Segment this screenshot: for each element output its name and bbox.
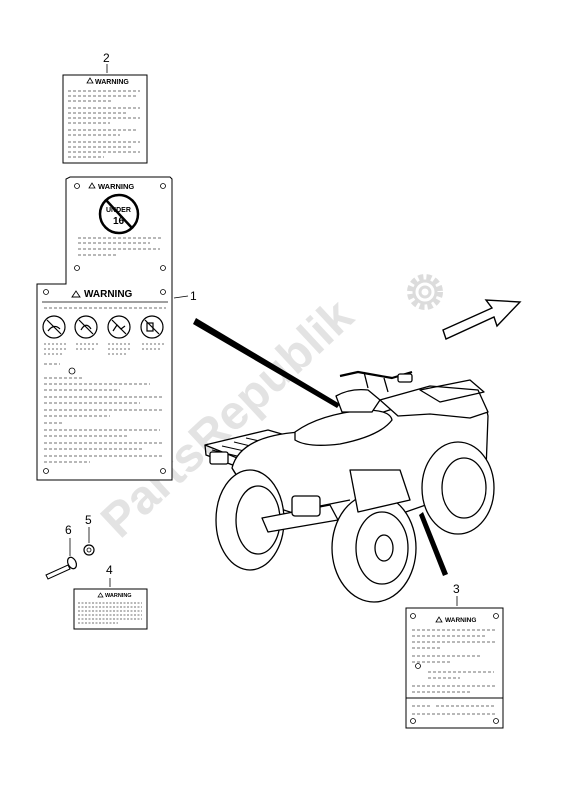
callout-2: 2 [103,51,110,65]
warning-text: WARNING [95,79,129,86]
callout-6: 6 [65,523,72,537]
no-paved-road-icon [107,315,131,339]
pictogram-row [42,315,164,339]
age-text-under: UNDER [106,207,131,214]
warning-text: WARNING [445,617,476,624]
atv-illustration [204,370,495,603]
warning-label-3: WARNING [405,607,504,729]
front-direction-arrow [442,299,522,340]
age-text-16: 16 [113,216,125,227]
washer-5 [83,544,95,556]
warning-label-2: WARNING [62,74,148,164]
age-restriction-icon: UNDER 16 [98,193,140,235]
leader-arrows [193,318,448,576]
no-passenger-icon [42,315,66,339]
callout-5: 5 [85,513,92,527]
callout-3: 3 [453,582,460,596]
warning-label-1: WARNING UNDER 16 WARNING [36,176,173,481]
warning-label-4: WARNING [73,588,148,630]
screw-6 [45,556,78,580]
no-helmetless-icon [74,315,98,339]
callout-1: 1 [190,289,197,303]
callout-4: 4 [106,563,113,577]
warning-text: WARNING [105,593,132,599]
warning-text: WARNING [98,182,134,191]
no-alcohol-icon [140,315,164,339]
warning-text: WARNING [84,289,133,300]
gear-icon [407,274,443,310]
